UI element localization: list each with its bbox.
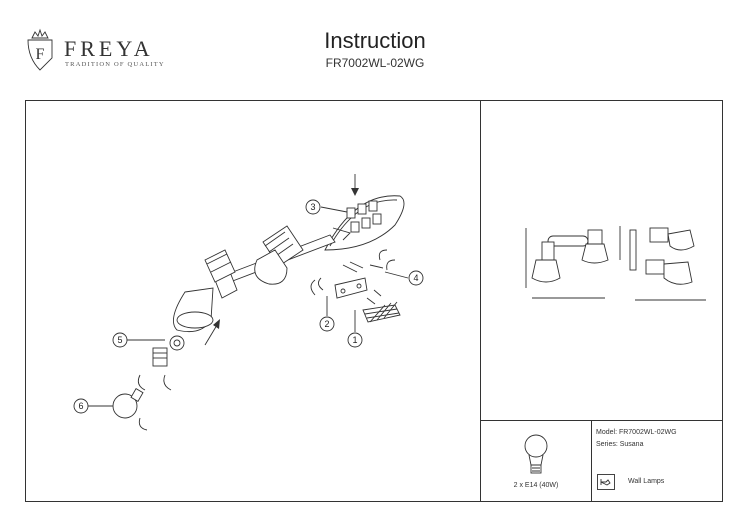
page-title: Instruction — [324, 28, 426, 53]
brand-name: FREYA — [64, 36, 154, 61]
wall-lamp-icon — [597, 474, 615, 490]
mounting-plate — [324, 195, 405, 251]
page-subtitle-model: FR7002WL-02WG — [325, 56, 425, 70]
svg-text:5: 5 — [117, 335, 122, 345]
svg-text:F: F — [36, 46, 45, 63]
svg-text:1: 1 — [352, 335, 357, 345]
wire-clips — [378, 249, 396, 271]
ring-nut — [169, 335, 185, 351]
frame-divider-vertical — [480, 100, 481, 502]
frame-divider-spec — [591, 420, 592, 502]
callout-6: 6 — [73, 398, 113, 414]
callout-1: 1 — [347, 310, 363, 348]
lamp-socket — [137, 347, 172, 391]
side-view — [619, 226, 706, 301]
brand-tagline: TRADITION OF QUALITY — [65, 61, 165, 68]
svg-text:4: 4 — [413, 273, 418, 283]
svg-text:2: 2 — [324, 319, 329, 329]
front-view — [525, 228, 609, 299]
callout-3: 3 — [305, 199, 348, 215]
spec-series: Series: Susana — [596, 441, 644, 448]
spec-type: Wall Lamps — [628, 478, 665, 485]
wall-anchors — [362, 301, 401, 323]
light-bulb — [112, 388, 148, 431]
callout-2: 2 — [319, 296, 335, 332]
bulb-spec: 2 x E14 (40W) — [481, 421, 591, 501]
lamp-head-upper — [254, 225, 304, 285]
callout-4: 4 — [384, 270, 424, 286]
dimension-drawings — [525, 226, 706, 301]
bulb-label: 2 x E14 (40W) — [513, 482, 559, 489]
mounting-bracket — [310, 277, 368, 299]
lamp-shade — [172, 287, 214, 333]
frame-divider-horizontal — [480, 420, 723, 421]
svg-text:3: 3 — [310, 202, 315, 212]
arrow-up-icon — [204, 319, 220, 346]
callout-5: 5 — [112, 332, 165, 348]
bulb-icon — [524, 434, 548, 474]
brand-logo: F FREYA TRADITION OF QUALITY — [22, 28, 182, 72]
spec-model: Model: FR7002WL-02WG — [596, 429, 677, 436]
drawing-frame — [25, 100, 723, 502]
crest-icon: F — [27, 28, 53, 71]
plate-terminal-blocks — [346, 200, 382, 233]
lamp-head-lower — [204, 249, 236, 283]
assembly-drawing: 1 2 3 4 5 6 — [73, 174, 424, 431]
screw-set — [342, 261, 384, 305]
svg-text:6: 6 — [78, 401, 83, 411]
arrow-down-icon — [351, 174, 359, 196]
